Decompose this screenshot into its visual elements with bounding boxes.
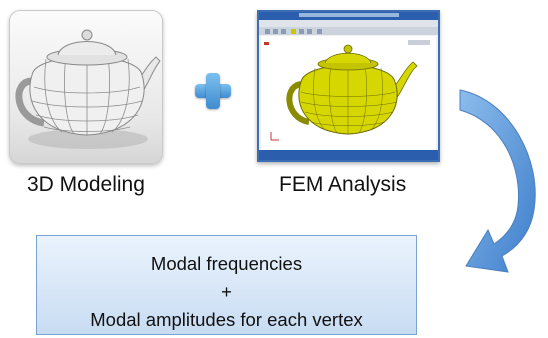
fem-analysis-label: FEM Analysis (279, 173, 407, 196)
fem-analysis-window-image (257, 10, 440, 162)
window-toolbar (259, 27, 438, 35)
teapot-fem-mesh-icon (270, 44, 418, 141)
plus-icon (195, 73, 231, 109)
result-line-amplitudes: Modal amplitudes for each vertex (90, 309, 363, 330)
result-line-frequencies: Modal frequencies (150, 253, 303, 274)
teapot-wireframe-icon (15, 29, 161, 149)
result-line-plus: + (221, 281, 232, 302)
teapot-3d-model-image (9, 10, 163, 164)
curved-arrow-icon (459, 89, 536, 273)
modeling-label: 3D Modeling (27, 173, 145, 196)
window-menubar (259, 20, 438, 27)
result-box: Modal frequencies + Modal amplitudes for… (36, 235, 417, 335)
window-titlebar (259, 12, 438, 20)
fem-canvas (261, 36, 436, 151)
window-statusbar (259, 150, 438, 160)
